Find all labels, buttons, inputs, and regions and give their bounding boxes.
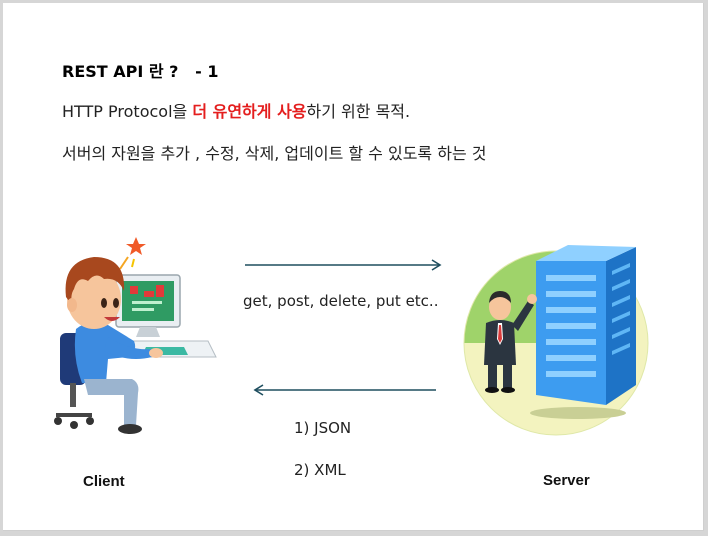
request-methods-label: get, post, delete, put etc.. [243,292,438,310]
response-format-json: 1) JSON [294,419,351,437]
client-label: Client [83,473,125,490]
slide: REST API 란 ? - 1 HTTP Protocol을 더 유연하게 사… [3,3,704,531]
server-illustration [458,235,658,440]
purpose-text: HTTP Protocol을 더 유연하게 사용하기 위한 목적. [62,98,410,122]
client-illustration [48,233,218,438]
server-label: Server [543,472,590,489]
response-arrow [248,382,438,398]
response-format-xml: 2) XML [294,461,346,479]
request-arrow [243,257,448,273]
slide-title: REST API 란 ? - 1 [62,58,219,82]
description-text: 서버의 자원을 추가 , 수정, 삭제, 업데이트 할 수 있도록 하는 것 [62,140,486,164]
purpose-text-after: 하기 위한 목적. [307,102,411,121]
sparkle-icon [126,237,146,255]
purpose-text-highlight: 더 유연하게 사용 [192,102,306,121]
purpose-text-before: HTTP Protocol을 [62,102,192,121]
